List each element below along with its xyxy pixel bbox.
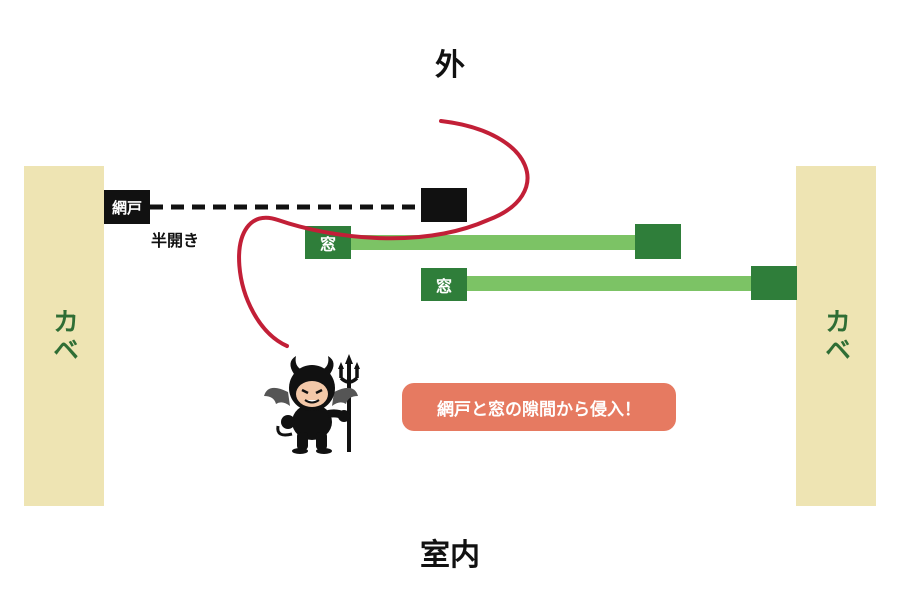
window-2-frame <box>751 266 797 300</box>
intrusion-callout: 網戸と窓の隙間から侵入！ <box>402 383 676 431</box>
inside-label: 室内 <box>420 538 480 573</box>
window-1-frame <box>635 224 681 259</box>
left-wall-label: カベ <box>48 308 79 364</box>
window-2-tag: 窓 <box>421 268 467 301</box>
screen-door-tag: 網戸 <box>104 190 150 224</box>
outside-label: 外 <box>435 48 465 83</box>
screen-door-frame <box>421 188 467 222</box>
left-wall: カベ <box>24 166 104 506</box>
window-2-bar <box>455 276 755 291</box>
right-wall: カベ <box>796 166 876 506</box>
right-wall-label: カベ <box>820 308 851 364</box>
screen-door-state: 半開き <box>151 231 200 250</box>
trident-icon <box>338 354 360 452</box>
devil-with-trident-icon <box>264 354 360 454</box>
